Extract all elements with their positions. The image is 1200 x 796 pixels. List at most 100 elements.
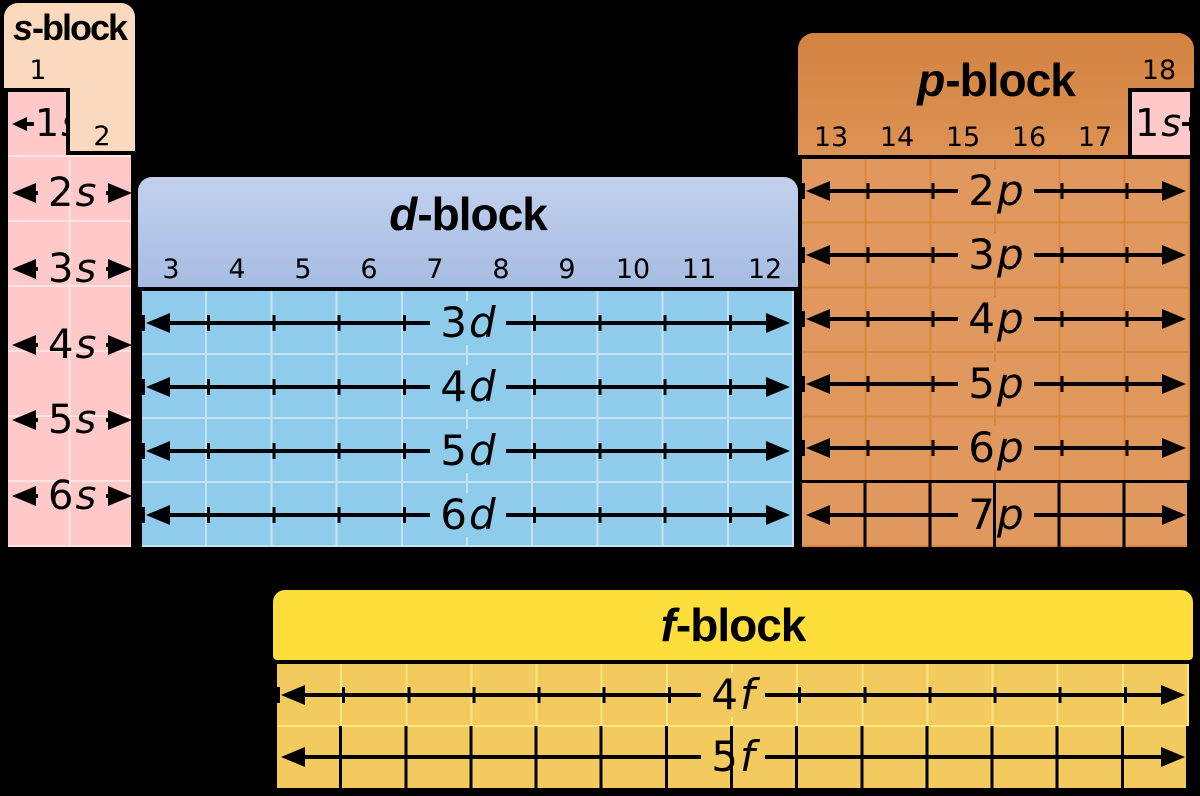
f-block-header: f-block (273, 590, 1193, 660)
orbital-label-3p: 3p (958, 230, 1034, 280)
arrow-line (1033, 381, 1162, 386)
arrow-right-icon (108, 486, 133, 507)
orbital-row-3d: 3d (142, 291, 794, 355)
orbital-number: 5 (440, 425, 468, 475)
group-number-14: 14 (879, 121, 915, 153)
arrow-line (505, 385, 766, 389)
arrow-line (36, 190, 38, 195)
group-number-5: 5 (294, 253, 312, 285)
arrow-left-icon (806, 504, 830, 525)
orbital-row-2s: 2s (8, 155, 133, 231)
group-number-11: 11 (681, 253, 717, 285)
f-block-title: f-block (661, 598, 807, 651)
orbital-number: 4 (968, 294, 996, 344)
arrow-line (36, 494, 38, 499)
orbital-letter: d (469, 489, 496, 539)
arrow-right-icon (766, 505, 790, 525)
orbital-label-1s: 1s (34, 100, 66, 145)
orbital-letter: p (997, 489, 1024, 539)
arrow-right-icon (1162, 504, 1186, 525)
arrow-left-icon (146, 377, 170, 397)
orbital-number: 4 (48, 321, 74, 368)
orbital-letter: s (75, 473, 97, 520)
group-number-2: 2 (93, 121, 111, 152)
arrow-left-icon (806, 309, 830, 330)
arrow-line (830, 381, 959, 386)
arrow-line (830, 512, 959, 517)
orbital-number: 1 (35, 100, 60, 145)
group-number-6: 6 (360, 253, 378, 285)
arrow-line (830, 445, 959, 450)
arrow-line (170, 385, 431, 389)
orbital-number: 3 (440, 297, 468, 347)
arrow-line (106, 190, 109, 195)
arrow-line (27, 121, 34, 126)
arrow-line (830, 317, 959, 322)
orbital-label-5s: 5s (38, 399, 106, 441)
orbital-label-6p: 6p (958, 422, 1034, 472)
orbital-letter: d (469, 425, 496, 475)
arrow-line (106, 342, 109, 347)
orbital-letter: d (469, 297, 496, 347)
helium-1s-cell: 1s (1128, 88, 1194, 155)
orbital-number: 2 (48, 169, 74, 216)
orbital-label-6d: 6d (430, 489, 506, 539)
orbital-number: 7 (968, 489, 996, 539)
orbital-number: 7 (48, 549, 74, 596)
arrow-left-icon (281, 747, 305, 767)
arrow-line (1033, 317, 1162, 322)
orbital-row-2p: 2p (802, 159, 1190, 223)
group-number-17: 17 (1077, 121, 1113, 153)
f-block-title-suffix: -block (675, 598, 806, 651)
arrow-left-icon (281, 685, 305, 705)
orbital-row-3s: 3s (8, 231, 133, 307)
orbital-letter: p (997, 230, 1024, 280)
d-block-title-suffix: -block (417, 187, 547, 240)
arrow-line (1033, 253, 1162, 258)
arrow-right-icon (108, 334, 133, 355)
orbital-label-4f: 4f (701, 672, 765, 718)
arrow-left-icon (12, 562, 36, 583)
arrow-left-icon (806, 437, 830, 458)
arrow-right-icon (1162, 245, 1186, 266)
arrow-line (305, 693, 702, 697)
arrow-line (830, 253, 959, 258)
orbital-number: 5 (711, 731, 738, 781)
orbital-label-4p: 4p (958, 294, 1034, 344)
group-number-12: 12 (747, 253, 783, 285)
orbital-number: 4 (440, 361, 468, 411)
orbital-row-5s: 5s (8, 382, 133, 458)
group-number-15: 15 (945, 121, 981, 153)
arrow-left-icon (146, 313, 170, 333)
orbital-label-4d: 4d (430, 361, 506, 411)
orbital-label-3s: 3s (38, 248, 106, 290)
group-number-16: 16 (1011, 121, 1047, 153)
orbital-row-7p: 7p (802, 479, 1190, 548)
arrow-line (505, 321, 766, 325)
p-block-title-suffix: -block (945, 54, 1075, 106)
arrow-right-icon (108, 258, 133, 279)
orbital-number: 3 (48, 245, 74, 292)
arrow-line (170, 449, 431, 453)
arrow-right-icon (108, 410, 133, 431)
arrow-line (505, 513, 766, 517)
orbital-letter: p (997, 294, 1024, 344)
arrow-right-icon (1161, 747, 1185, 767)
d-block-title-letter: d (389, 187, 417, 240)
orbital-letter: s (75, 169, 97, 216)
orbital-label-5p: 5p (958, 361, 1034, 406)
orbital-letter: p (997, 422, 1024, 472)
orbital-row-6d: 6d (142, 483, 794, 547)
orbital-row-5d: 5d (142, 419, 794, 483)
group-number-13: 13 (813, 121, 849, 153)
orbital-label-2p: 2p (958, 168, 1034, 214)
orbital-letter: s (75, 397, 97, 444)
orbital-number: 6 (48, 473, 74, 520)
group-number-10: 10 (615, 253, 651, 285)
arrow-line (1033, 512, 1162, 517)
arrow-line (36, 418, 38, 423)
